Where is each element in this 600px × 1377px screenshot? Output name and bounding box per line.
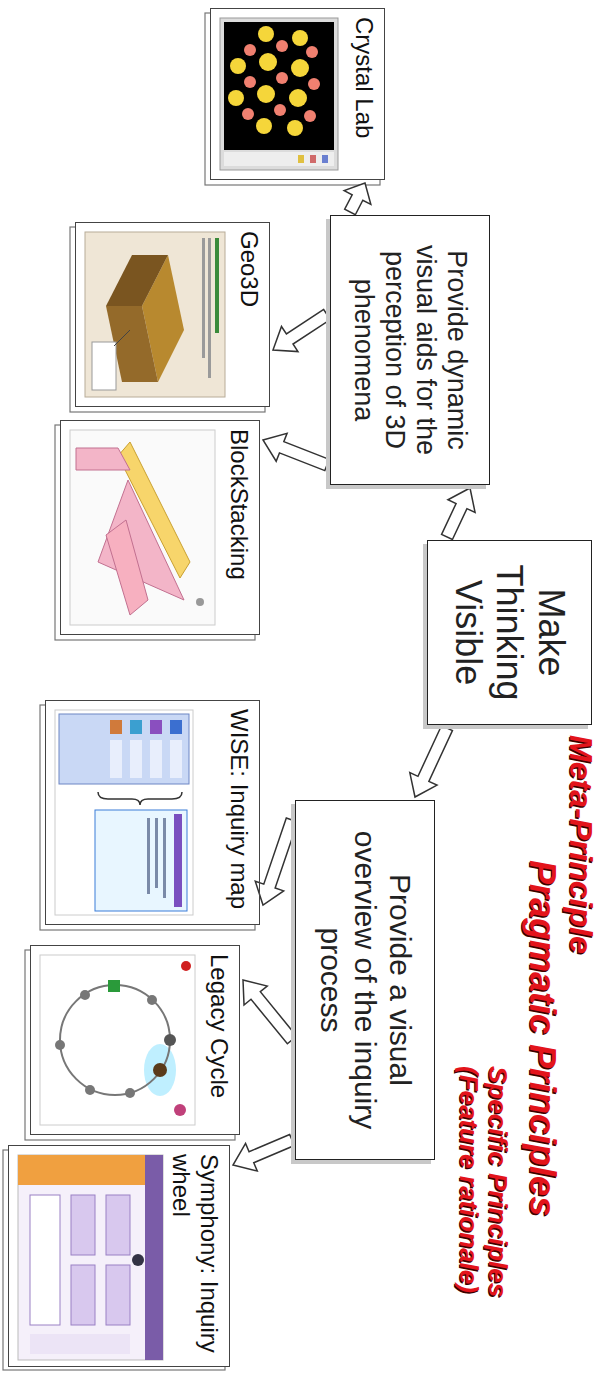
screenshot-card: BlockStacking (60, 420, 260, 635)
block-arrow (273, 309, 330, 351)
principle-box: Make Thinking Visible (427, 540, 592, 725)
screenshot-card: Crystal Lab (210, 8, 385, 180)
screenshot-card: Symphony: Inquiry wheel (8, 1145, 230, 1367)
block-arrow (255, 818, 297, 905)
block-arrow (410, 725, 453, 797)
card-pages (3, 8, 385, 1370)
wise-screenshot (55, 710, 193, 915)
block-arrow (344, 183, 371, 215)
node-text: Geo3D (235, 231, 263, 398)
node-text: Legacy Cycle (205, 954, 233, 1126)
node-text: Provide dynamic visual aids for the perc… (348, 228, 472, 472)
node-text: Provide a visual overview of the inquiry… (313, 813, 417, 1147)
legacy-screenshot (40, 955, 195, 1125)
block-arrow (233, 1134, 294, 1171)
node-text: Crystal Lab (350, 17, 378, 171)
principle-box: Provide a visual overview of the inquiry… (295, 800, 435, 1160)
screenshot-card: Legacy Cycle (30, 945, 240, 1135)
node-text: WISE: Inquiry map (225, 709, 253, 916)
block-arrow (243, 980, 297, 1044)
principle-level-label: Meta-Principle (563, 735, 598, 954)
node-text: Make Thinking Visible (447, 553, 571, 712)
block-arrow (263, 433, 329, 470)
screenshot-card: WISE: Inquiry map (45, 700, 260, 925)
screenshot-card: Geo3D (75, 222, 270, 407)
node-text: BlockStacking (225, 429, 253, 626)
principle-level-label: Pragmatic Principles (522, 860, 562, 1216)
principle-level-label: Specific Principles (Feature rationale) (455, 1066, 512, 1366)
node-text: Symphony: Inquiry wheel (168, 1154, 223, 1358)
crystal-screenshot (220, 18, 338, 170)
symphony-screenshot (18, 1155, 163, 1360)
block-arrow (442, 488, 476, 540)
principle-box: Provide dynamic visual aids for the perc… (330, 215, 490, 485)
geo3d-screenshot (85, 232, 225, 397)
blockstacking-screenshot (70, 430, 215, 625)
